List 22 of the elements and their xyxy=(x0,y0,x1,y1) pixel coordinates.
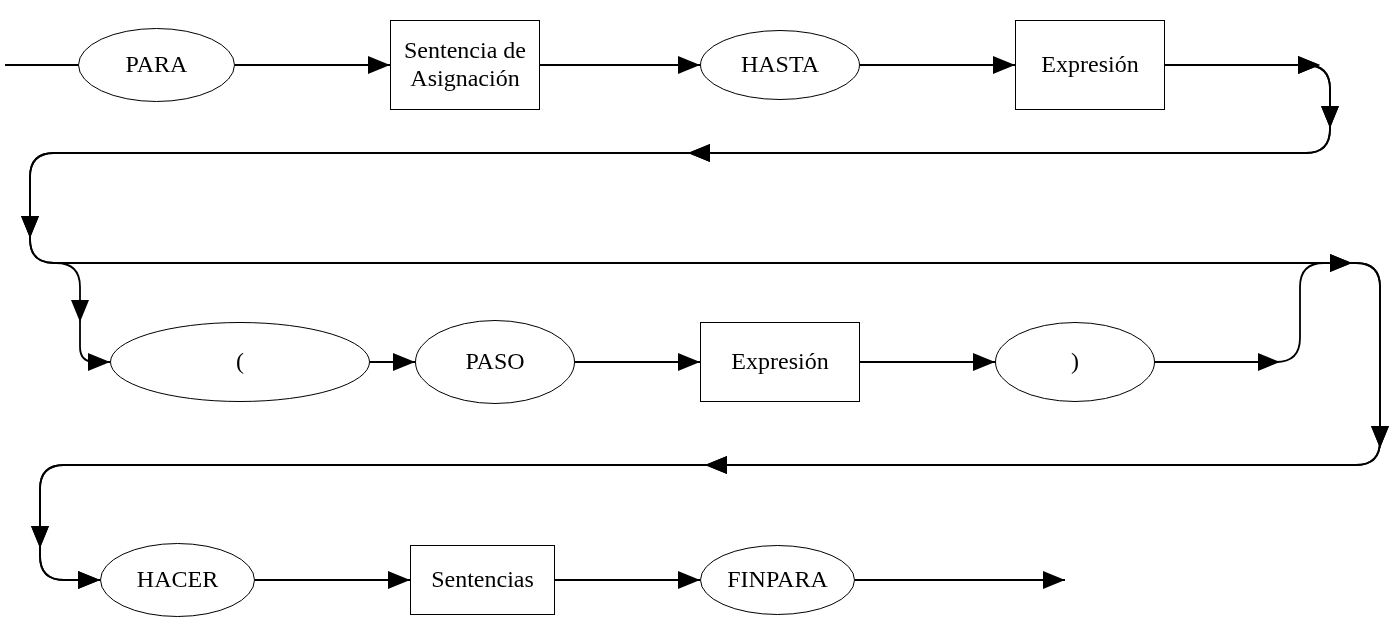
terminal-ellipse xyxy=(995,322,1155,402)
node-label: HASTA xyxy=(739,51,821,79)
node-label: Sentencia de Asignación xyxy=(403,37,527,93)
node-label: PARA xyxy=(124,51,189,79)
node-label: ) xyxy=(1070,348,1080,376)
terminal-ellipse xyxy=(100,543,255,617)
node-label: Expresión xyxy=(1040,51,1140,79)
process-box xyxy=(390,20,540,110)
node-label: Expresión xyxy=(730,348,830,376)
node-label: ( xyxy=(235,348,245,376)
node-label: PASO xyxy=(464,348,526,376)
terminal-ellipse xyxy=(110,322,370,402)
node-label: HACER xyxy=(135,566,220,594)
process-box xyxy=(410,545,555,615)
node-label: FINPARA xyxy=(726,566,829,594)
terminal-ellipse xyxy=(415,320,575,404)
terminal-ellipse xyxy=(700,30,860,100)
process-box xyxy=(700,322,860,402)
terminal-ellipse xyxy=(78,28,235,102)
node-label: Sentencias xyxy=(430,566,535,594)
process-box xyxy=(1015,20,1165,110)
terminal-ellipse xyxy=(700,545,855,615)
